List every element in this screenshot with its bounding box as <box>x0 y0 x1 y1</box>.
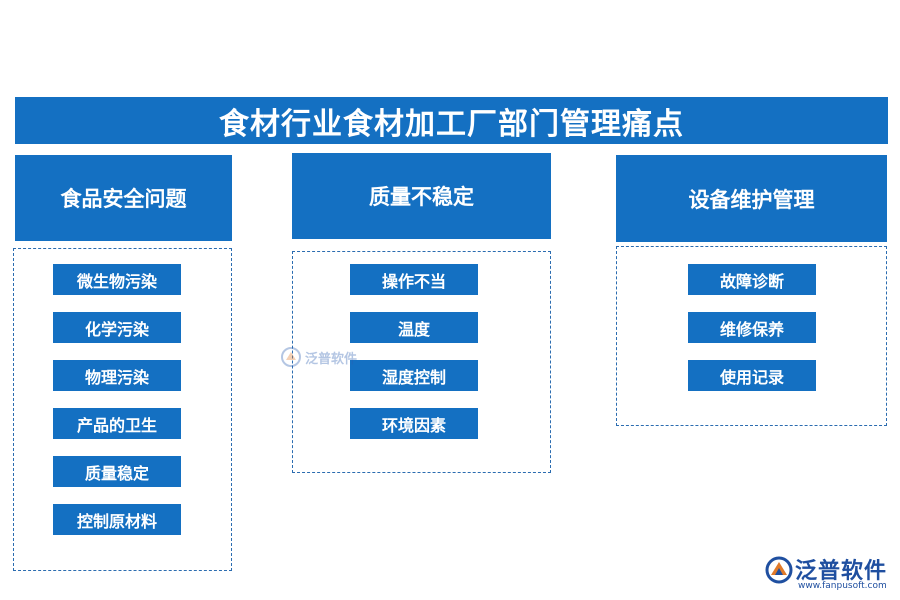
item-humidity-control: 湿度控制 <box>350 360 478 391</box>
category-box-food-safety: 微生物污染 化学污染 物理污染 产品的卫生 质量稳定 控制原材料 <box>13 248 232 571</box>
category-header-food-safety: 食品安全问题 <box>15 155 232 241</box>
category-box-equipment-maintenance: 故障诊断 维修保养 使用记录 <box>616 246 887 426</box>
brand-logo-icon <box>765 556 793 584</box>
brand-name: 泛普软件 <box>795 559 888 584</box>
item-quality-stability: 质量稳定 <box>53 456 181 487</box>
item-fault-diagnosis: 故障诊断 <box>688 264 816 295</box>
item-chemical-contamination: 化学污染 <box>53 312 181 343</box>
brand-logo: 泛普软件 www.fanpusoft.com <box>762 553 892 593</box>
category-header-quality-instability: 质量不稳定 <box>292 153 551 239</box>
item-improper-operation: 操作不当 <box>350 264 478 295</box>
item-repair-maintenance: 维修保养 <box>688 312 816 343</box>
category-box-quality-instability: 操作不当 温度 湿度控制 环境因素 <box>292 251 551 473</box>
item-raw-material-control: 控制原材料 <box>53 504 181 535</box>
item-microbial-contamination: 微生物污染 <box>53 264 181 295</box>
brand-url: www.fanpusoft.com <box>798 581 887 591</box>
item-usage-records: 使用记录 <box>688 360 816 391</box>
item-product-hygiene: 产品的卫生 <box>53 408 181 439</box>
diagram-title: 食材行业食材加工厂部门管理痛点 <box>15 97 888 144</box>
watermark-logo-icon <box>281 347 301 367</box>
watermark: 泛普软件 <box>280 346 357 368</box>
item-physical-contamination: 物理污染 <box>53 360 181 391</box>
item-temperature: 温度 <box>350 312 478 343</box>
item-environmental-factors: 环境因素 <box>350 408 478 439</box>
category-header-equipment-maintenance: 设备维护管理 <box>616 155 887 242</box>
watermark-text: 泛普软件 <box>305 351 358 367</box>
